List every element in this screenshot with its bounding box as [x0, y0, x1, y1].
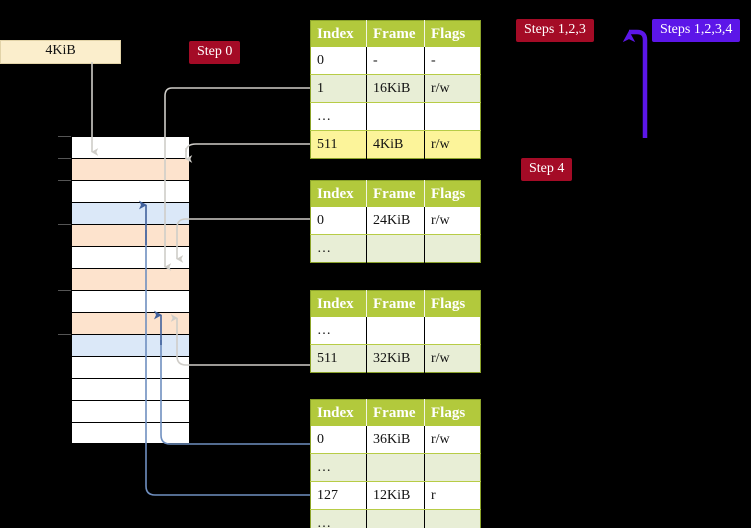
cell-index: 127 [310, 481, 367, 510]
cell-flags: - [424, 47, 481, 75]
mem-tick [58, 136, 71, 137]
table-header-row: Index Frame Flags [310, 180, 481, 207]
table-row: … [310, 453, 481, 482]
cell-flags [424, 509, 481, 528]
memory-frame-row [71, 158, 190, 180]
table-header-row: Index Frame Flags [310, 20, 481, 47]
col-header-index: Index [310, 290, 367, 317]
cell-frame: 12KiB [366, 481, 425, 510]
cell-index: 0 [310, 207, 367, 235]
memory-frame-row [71, 400, 190, 422]
memory-frame-row [71, 224, 190, 246]
cell-index: 0 [310, 426, 367, 454]
cell-flags: r/w [424, 130, 481, 159]
memory-frame-row [71, 246, 190, 268]
cell-frame [366, 102, 425, 131]
mem-tick [58, 334, 71, 335]
memory-frame-row [71, 290, 190, 312]
cell-index: 1 [310, 74, 367, 103]
cell-index: … [310, 509, 367, 528]
cell-frame: 16KiB [366, 74, 425, 103]
wire-pd-row511 [170, 314, 310, 366]
cell-index: … [310, 234, 367, 263]
wire-pdpt-row0 [176, 218, 310, 263]
cell-flags [424, 317, 481, 345]
cell-frame [366, 453, 425, 482]
cell-index: 511 [310, 130, 367, 159]
badge-step-0: Step 0 [189, 41, 241, 64]
page-table-pdpt: Index Frame Flags 0 24KiB r/w … [310, 180, 481, 263]
cell-frame: - [366, 47, 425, 75]
table-row: 511 32KiB r/w [310, 344, 481, 373]
col-header-flags: Flags [424, 290, 481, 317]
col-header-frame: Frame [366, 290, 425, 317]
table-row: … [310, 317, 481, 345]
cell-frame: 24KiB [366, 207, 425, 235]
cell-index: … [310, 102, 367, 131]
cell-flags: r/w [424, 74, 481, 103]
badge-step-4: Step 4 [521, 158, 573, 181]
col-header-index: Index [310, 20, 367, 47]
table-row: … [310, 234, 481, 263]
cell-flags: r/w [424, 207, 481, 235]
col-header-frame: Frame [366, 399, 425, 426]
table-row: 1 16KiB r/w [310, 74, 481, 103]
badge-steps-123: Steps 1,2,3 [516, 19, 594, 42]
cell-flags [424, 453, 481, 482]
mem-tick [58, 224, 71, 225]
table-header-row: Index Frame Flags [310, 290, 481, 317]
memory-frame-row [71, 378, 190, 400]
cell-flags [424, 102, 481, 131]
cell-index: … [310, 317, 367, 345]
page-table-pd: Index Frame Flags … 511 32KiB r/w [310, 290, 481, 373]
mem-tick [58, 158, 71, 159]
table-row: 127 12KiB r [310, 481, 481, 510]
physical-memory-column [71, 136, 190, 444]
cell-index: 0 [310, 47, 367, 75]
memory-frame-row [71, 136, 190, 158]
mem-tick [58, 180, 71, 181]
cell-flags: r [424, 481, 481, 510]
col-header-index: Index [310, 180, 367, 207]
memory-frame-row [71, 268, 190, 290]
cell-frame: 36KiB [366, 426, 425, 454]
table-row: 0 24KiB r/w [310, 207, 481, 235]
table-row: … [310, 509, 481, 528]
cell-frame: 4KiB [366, 130, 425, 159]
col-header-flags: Flags [424, 180, 481, 207]
wire-steps-1234-hook [622, 29, 648, 138]
page-table-pml4: Index Frame Flags 0 - - 1 16KiB r/w … [310, 20, 481, 159]
cell-flags: r/w [424, 426, 481, 454]
table-header-row: Index Frame Flags [310, 399, 481, 426]
cell-frame [366, 509, 425, 528]
cell-flags: r/w [424, 344, 481, 373]
memory-frame-row [71, 356, 190, 378]
page-table-pt: Index Frame Flags 0 36KiB r/w … 127 12Ki… [310, 399, 481, 528]
memory-frame-row [71, 334, 190, 356]
memory-frame-row [71, 422, 190, 444]
memory-frame-row [71, 202, 190, 224]
cell-frame: 32KiB [366, 344, 425, 373]
cell-index: 511 [310, 344, 367, 373]
col-header-flags: Flags [424, 20, 481, 47]
table-row: … [310, 102, 481, 131]
table-row: 0 - - [310, 47, 481, 75]
cell-flags [424, 234, 481, 263]
table-row: 511 4KiB r/w [310, 130, 481, 159]
col-header-frame: Frame [366, 20, 425, 47]
kib-frame-box: 4KiB [0, 40, 121, 64]
mem-tick [58, 290, 71, 291]
col-header-frame: Frame [366, 180, 425, 207]
memory-frame-row [71, 312, 190, 334]
memory-frame-row [71, 180, 190, 202]
wire-pml4-row511 [185, 143, 310, 163]
col-header-flags: Flags [424, 399, 481, 426]
badge-steps-1234: Steps 1,2,3,4 [652, 19, 741, 42]
cell-frame [366, 234, 425, 263]
cell-frame [366, 317, 425, 345]
table-row: 0 36KiB r/w [310, 426, 481, 454]
cell-index: … [310, 453, 367, 482]
col-header-index: Index [310, 399, 367, 426]
